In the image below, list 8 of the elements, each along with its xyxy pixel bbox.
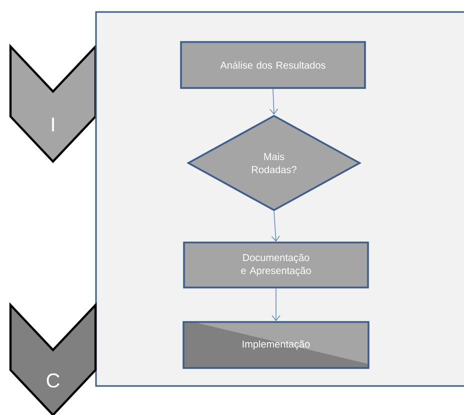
arrow bbox=[269, 88, 278, 115]
process-box: Documentação e Apresentação bbox=[183, 242, 369, 288]
arrow bbox=[271, 211, 280, 242]
process-box: Análise dos Resultados bbox=[180, 41, 366, 89]
chevron: I bbox=[9, 44, 97, 164]
arrow bbox=[272, 288, 280, 322]
chevron: C bbox=[9, 302, 97, 415]
process-box: Implementação bbox=[182, 321, 370, 369]
